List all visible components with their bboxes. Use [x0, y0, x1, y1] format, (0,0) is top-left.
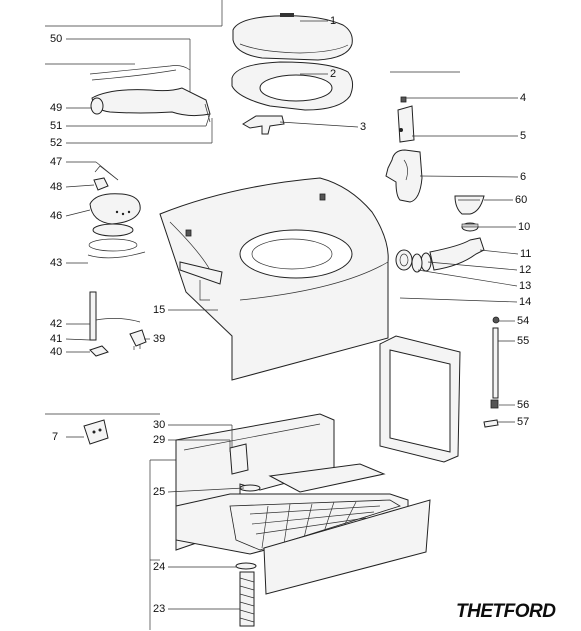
spring-part-23	[239, 571, 255, 627]
valve-body-part	[385, 149, 423, 203]
valve-cap-part	[400, 96, 407, 103]
cassette-housing-part	[175, 413, 431, 595]
callout-60: 60	[515, 194, 528, 206]
callout-10: 10	[518, 221, 531, 233]
pin-part	[483, 419, 499, 428]
seat-hinge-part	[242, 115, 285, 135]
leader-line	[167, 487, 245, 493]
callout-2: 2	[330, 68, 337, 80]
callout-6: 6	[520, 171, 527, 183]
leader-line	[65, 338, 91, 341]
valve-bracket-part	[397, 105, 415, 143]
leader-line	[65, 184, 95, 188]
gasket-14	[395, 249, 413, 271]
callout-49: 49	[50, 102, 63, 114]
callout-40: 40	[50, 346, 63, 358]
callout-39: 39	[153, 333, 166, 345]
control-unit-part	[87, 165, 146, 259]
leader-line	[205, 113, 211, 127]
callout-42: 42	[50, 318, 63, 330]
callout-56: 56	[517, 399, 530, 411]
callout-12: 12	[519, 264, 532, 276]
callout-41: 41	[50, 333, 63, 345]
callout-46: 46	[50, 210, 63, 222]
callout-47: 47	[50, 156, 63, 168]
callout-1: 1	[330, 15, 337, 27]
leader-line	[95, 161, 119, 181]
funnel-part	[454, 195, 485, 215]
brand-logo: THETFORD	[456, 601, 556, 622]
holding-tank-part	[379, 335, 461, 463]
rod-end-part	[490, 399, 499, 409]
callout-51: 51	[50, 120, 63, 132]
leader-line	[65, 209, 91, 217]
toilet-housing-part	[159, 177, 389, 381]
pump-motor-part	[89, 60, 211, 123]
callout-43: 43	[50, 257, 63, 269]
callout-14: 14	[519, 296, 532, 308]
callout-50: 50	[50, 33, 63, 45]
rod-assembly-42	[89, 291, 141, 357]
callout-15: 15	[153, 304, 166, 316]
callout-48: 48	[50, 181, 63, 193]
callout-13: 13	[519, 280, 532, 292]
callout-4: 4	[520, 92, 527, 104]
toilet-lid-part	[232, 13, 353, 61]
callout-29: 29	[153, 434, 166, 446]
callout-23: 23	[153, 603, 166, 615]
callout-24: 24	[153, 561, 166, 573]
bracket-part-7	[83, 419, 109, 445]
callout-11: 11	[520, 248, 532, 260]
leader-line	[399, 297, 518, 303]
leader-lines	[65, 20, 519, 630]
callout-57: 57	[517, 416, 530, 428]
rod-part	[492, 327, 499, 399]
outlet-pipe-part	[429, 237, 485, 271]
callout-7: 7	[52, 431, 59, 443]
drain-cap-part	[461, 222, 479, 232]
callout-30: 30	[153, 419, 166, 431]
callout-55: 55	[517, 335, 530, 347]
seal-ring-24	[235, 562, 257, 570]
gasket-13	[411, 253, 423, 273]
leader-line	[417, 269, 518, 287]
clip-part-39	[129, 329, 147, 350]
callout-54: 54	[517, 315, 530, 327]
leader-line	[419, 175, 519, 178]
callout-5: 5	[520, 130, 527, 142]
leader-line	[479, 249, 519, 255]
callout-3: 3	[360, 121, 367, 133]
leader-line	[279, 121, 359, 128]
callout-52: 52	[50, 137, 63, 149]
callout-25: 25	[153, 486, 166, 498]
leader-line	[427, 261, 518, 271]
rod-cap-part	[492, 316, 500, 324]
